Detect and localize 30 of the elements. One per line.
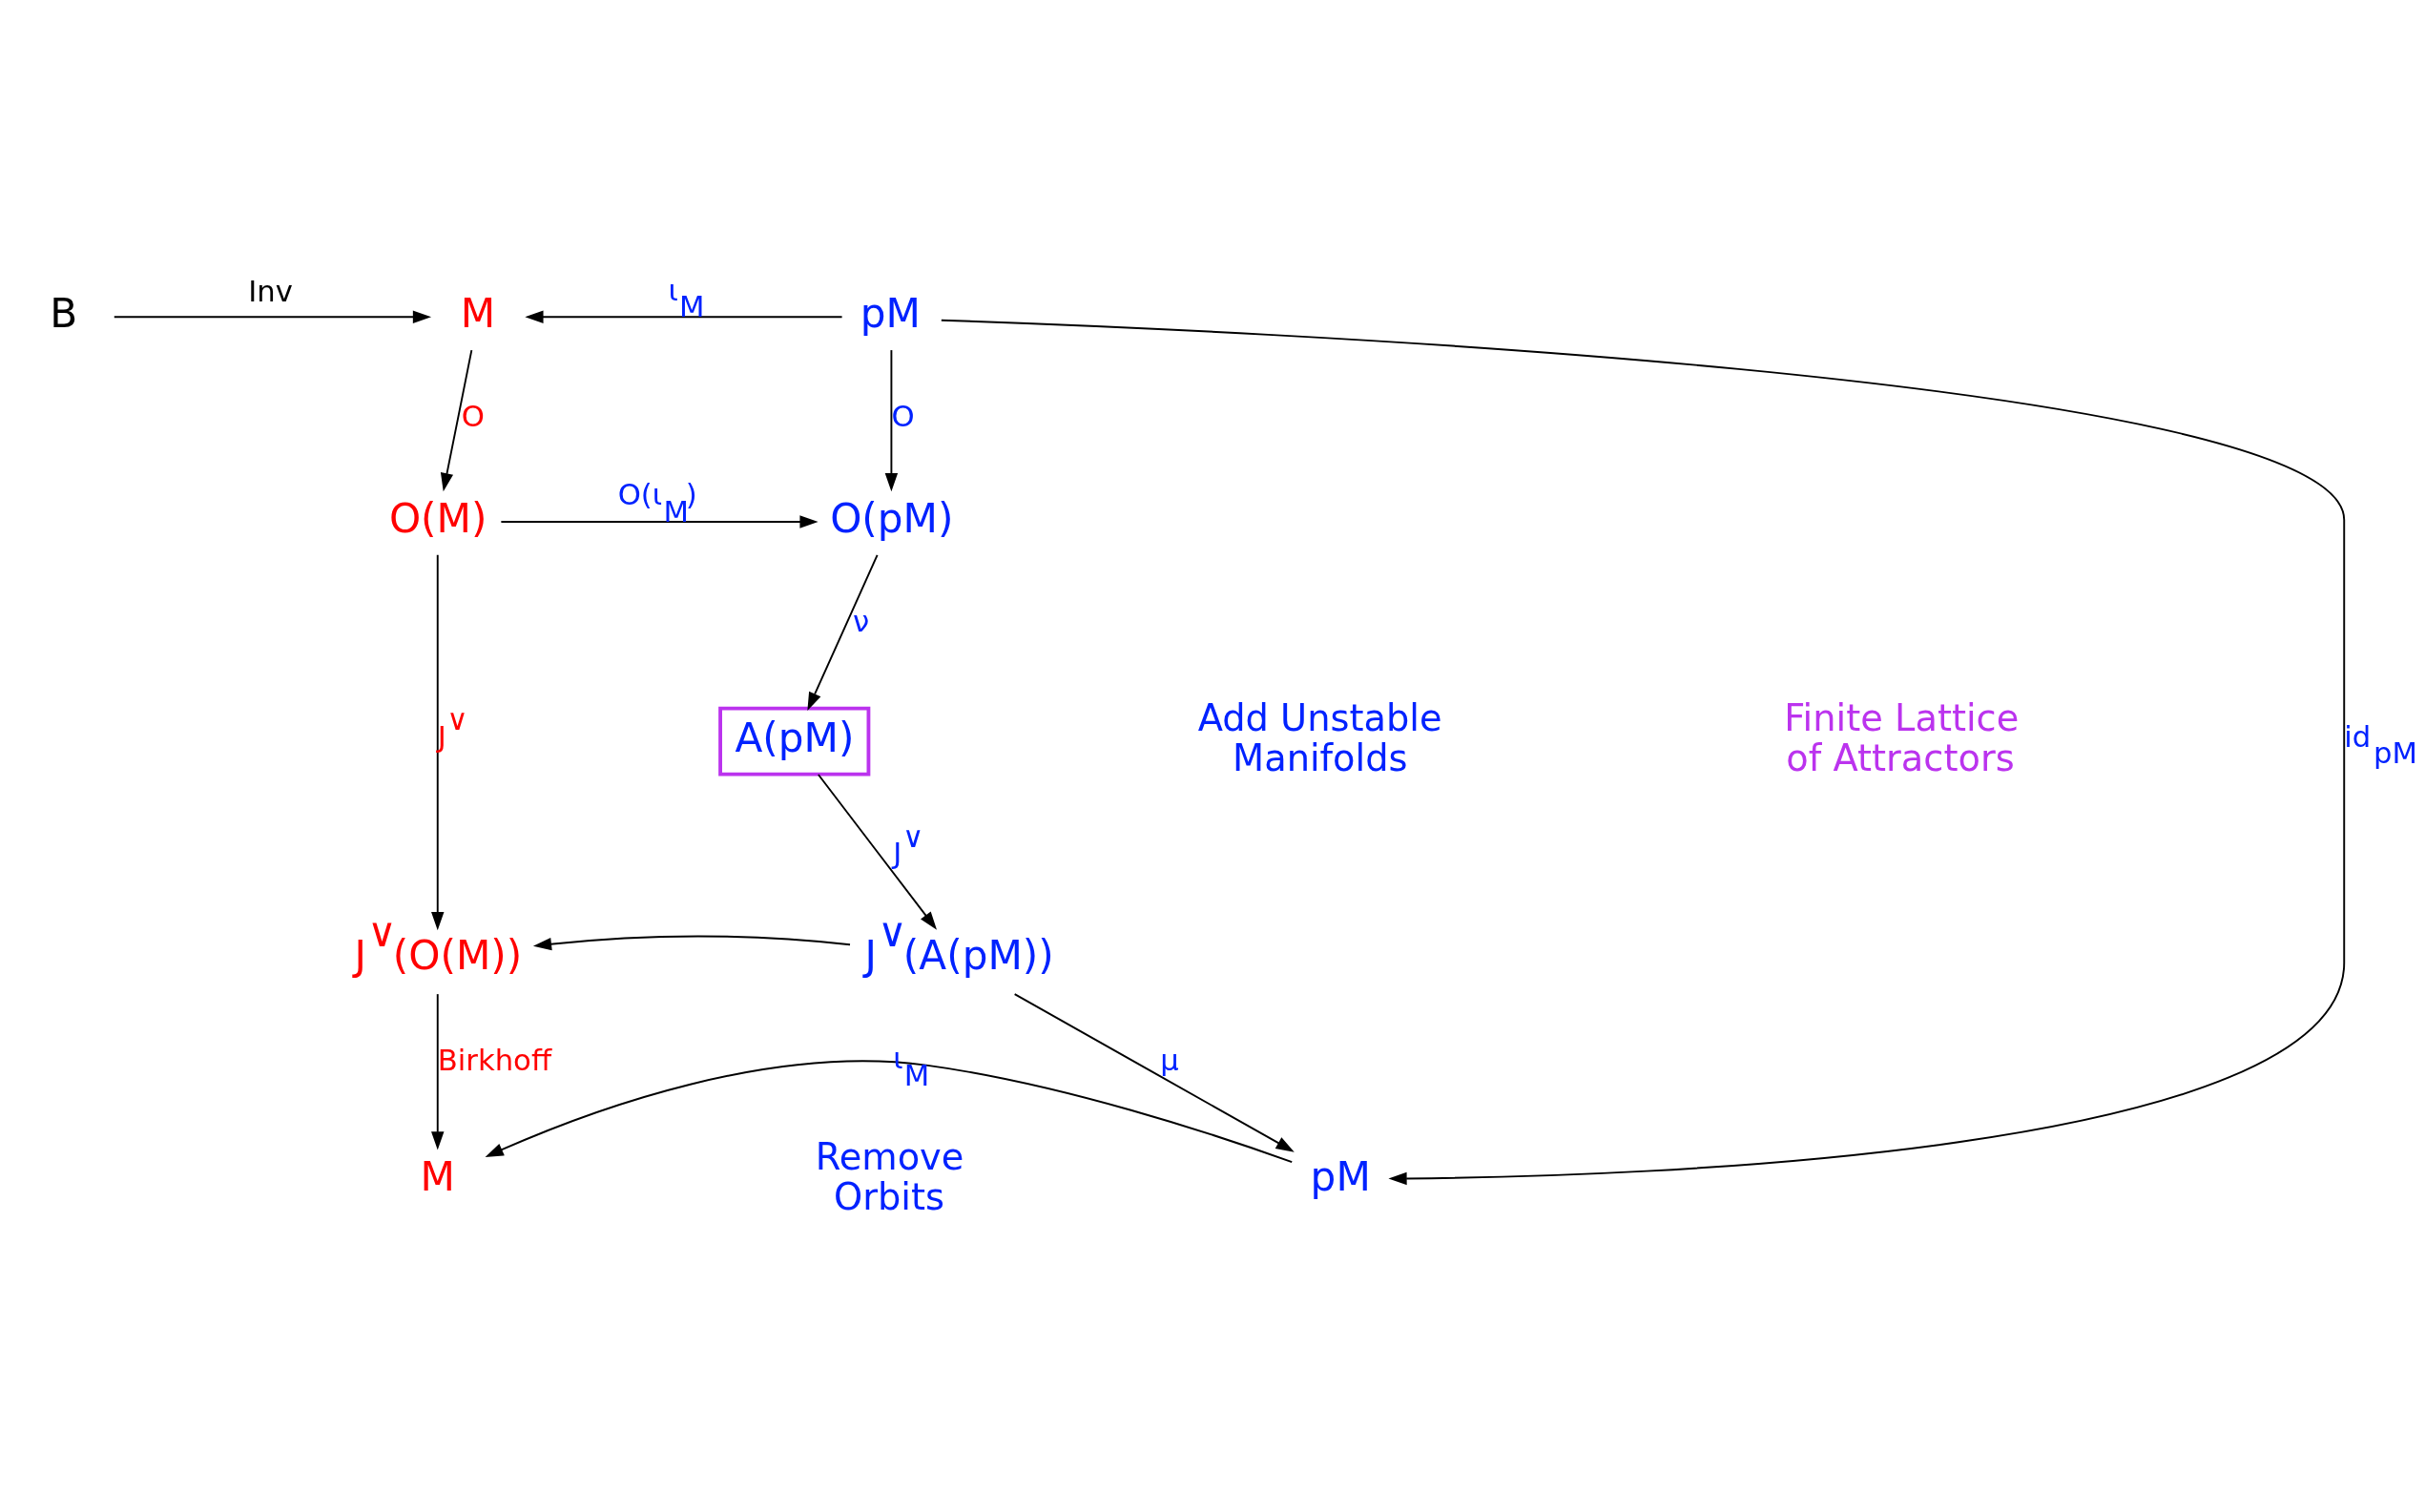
arrow (525, 310, 843, 323)
node-text: M (460, 289, 496, 337)
node-text: O(M) (388, 494, 487, 542)
arrow (431, 993, 445, 1150)
node-box: A(pM) (718, 706, 871, 777)
edge-label: ν (853, 604, 870, 638)
arrow (431, 553, 445, 931)
edge-label: O (461, 399, 485, 433)
arrow (940, 319, 2346, 1186)
label: Remove Orbits (815, 1134, 964, 1219)
arrow (817, 774, 937, 930)
node-text: O(pM) (830, 494, 954, 542)
arrow (440, 349, 473, 492)
arrow (884, 349, 899, 492)
edge-label: Inv (248, 275, 293, 309)
arrow (807, 553, 879, 711)
arrow (113, 310, 432, 323)
edge-label: O (891, 399, 915, 433)
edge-label: μ (1160, 1044, 1179, 1077)
edge-label: Birkhoff (437, 1044, 552, 1077)
node-text: M (420, 1153, 455, 1201)
arrow (532, 935, 851, 951)
arrow (1013, 993, 1295, 1152)
node-text: pM (860, 289, 921, 337)
node-text: B (50, 289, 78, 337)
label: Add Unstable Manifolds (1197, 695, 1442, 779)
label: Finite Lattice of Attractors (1784, 695, 2020, 779)
arrow (500, 515, 819, 528)
node-text: pM (1310, 1153, 1371, 1201)
arrow (485, 1060, 1294, 1164)
